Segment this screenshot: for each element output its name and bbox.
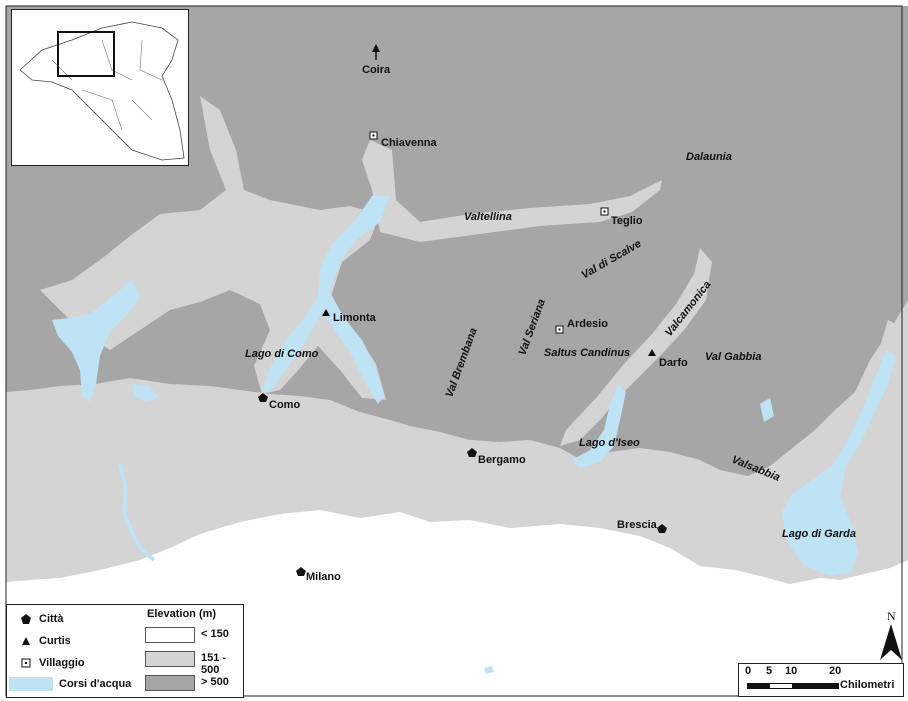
small-pond-water <box>484 666 494 674</box>
dotted-square-icon <box>13 658 39 668</box>
scale-tick: 10 <box>785 665 798 677</box>
north-arrow-label: N <box>887 609 896 623</box>
western-lake-water <box>52 280 140 402</box>
elevation-swatch-high <box>145 675 195 691</box>
label-bergamo: Bergamo <box>478 454 526 466</box>
elevation-swatch-mid <box>145 651 195 667</box>
water-swatch <box>9 677 53 691</box>
scale-unit: Chilometri <box>840 679 895 691</box>
label-brescia: Brescia <box>617 519 658 531</box>
label-limonta: Limonta <box>333 312 377 324</box>
scale-tick: 20 <box>829 665 842 677</box>
north-arrow-icon: N <box>880 609 902 660</box>
map-legend: Città Curtis Villaggio Corsi d'acqua Ele… <box>6 604 244 698</box>
inset-locator-map <box>11 9 189 166</box>
pentagon-icon <box>467 448 477 457</box>
label-valtellina: Valtellina <box>464 211 512 223</box>
label-coira: Coira <box>362 64 391 76</box>
legend-item-villaggio: Villaggio <box>13 657 85 669</box>
legend-item-curtis: Curtis <box>13 635 71 647</box>
pentagon-icon <box>258 393 268 402</box>
pentagon-icon <box>296 567 306 576</box>
pentagon-icon <box>657 524 667 533</box>
label-val-gabbia: Val Gabbia <box>705 351 761 363</box>
legend-label: Corsi d'acqua <box>59 678 132 690</box>
elevation-swatch-low <box>145 627 195 643</box>
place-markers <box>258 44 667 576</box>
label-lago-di-garda: Lago di Garda <box>782 528 856 540</box>
triangle-icon <box>648 349 656 356</box>
valcamonica-valley <box>560 248 712 446</box>
ticino-river-water <box>118 463 156 562</box>
dotted-square-icon <box>555 325 564 334</box>
lago-d-iseo-water <box>572 384 626 468</box>
legend-item-corsi-acqua: Corsi d'acqua <box>9 677 131 691</box>
label-lago-d-iseo: Lago d'Iseo <box>579 437 640 449</box>
north-arrow: N <box>876 608 906 664</box>
map-frame <box>5 5 903 697</box>
label-saltus-candinus: Saltus Candinus <box>544 347 630 359</box>
arrow-up-icon <box>372 44 380 60</box>
label-darfo: Darfo <box>659 357 688 369</box>
mountain-area <box>6 6 908 476</box>
elevation-label-mid: 151 - 500 <box>201 652 227 676</box>
label-lago-di-como: Lago di Como <box>245 348 319 360</box>
scale-bar: 0 5 10 20 Chilometri <box>738 663 904 697</box>
elevation-label-low: < 150 <box>201 628 229 640</box>
triangle-icon <box>322 309 330 316</box>
dotted-square-icon <box>600 207 609 216</box>
legend-label: Città <box>39 613 64 625</box>
label-teglio: Teglio <box>611 215 643 227</box>
label-milano: Milano <box>306 571 341 583</box>
pentagon-icon <box>13 614 39 624</box>
label-chiavenna: Chiavenna <box>381 137 438 149</box>
legend-label: Curtis <box>39 635 71 647</box>
legend-label: Villaggio <box>39 657 85 669</box>
label-ardesio: Ardesio <box>567 318 608 330</box>
small-lake-water <box>132 384 158 402</box>
inset-outline <box>19 21 185 161</box>
scale-bar-graphic <box>747 683 839 689</box>
pond-water <box>760 398 774 422</box>
label-dalaunia: Dalaunia <box>686 151 732 163</box>
elevation-label-high: > 500 <box>201 676 229 688</box>
label-como: Como <box>269 399 300 411</box>
elevation-title: Elevation (m) <box>147 608 217 620</box>
triangle-icon <box>13 636 39 646</box>
inset-focus-box <box>57 31 115 77</box>
lago-di-como-water <box>262 196 390 404</box>
valtellina-valley <box>362 140 662 242</box>
scale-tick: 0 <box>745 665 752 677</box>
dotted-square-icon <box>369 131 378 140</box>
legend-item-citta: Città <box>13 613 63 625</box>
lago-di-garda-water <box>782 350 896 576</box>
scale-tick: 5 <box>766 665 773 677</box>
